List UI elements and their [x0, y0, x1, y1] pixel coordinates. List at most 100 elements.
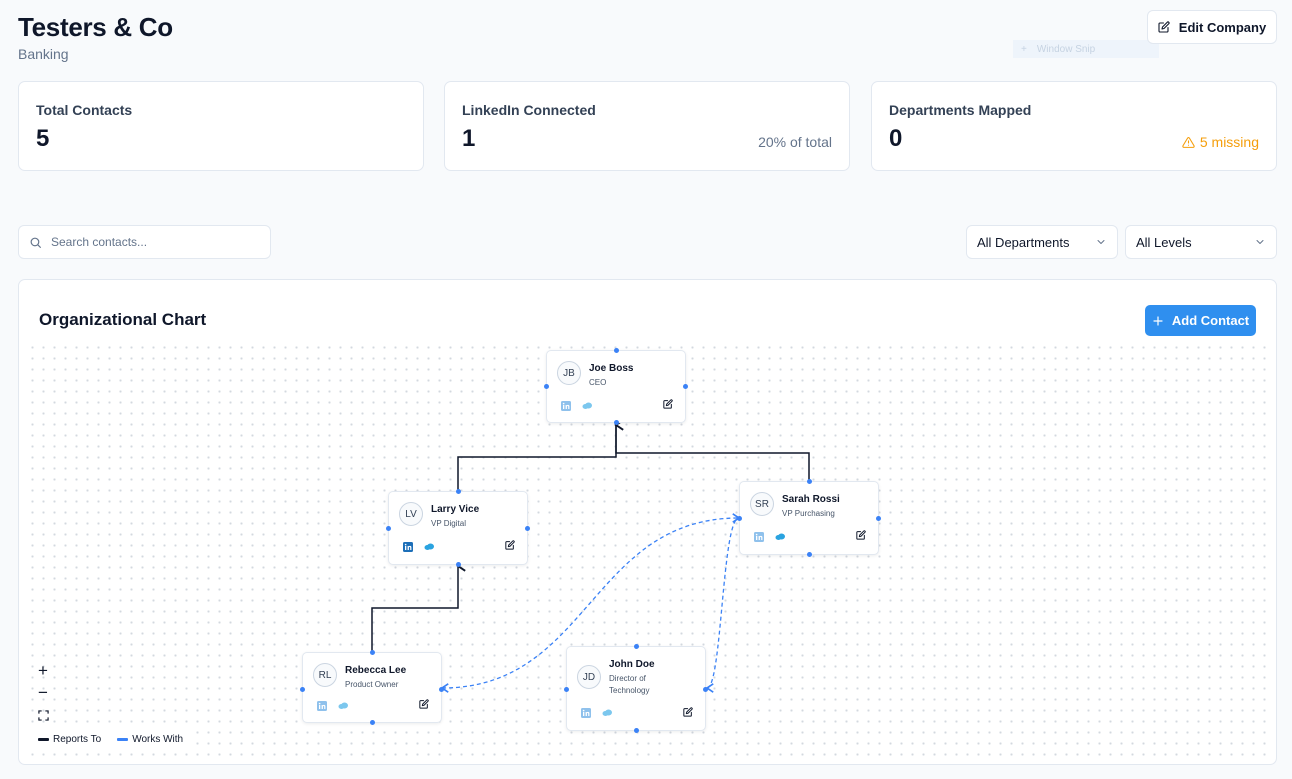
stat-value: 5: [36, 125, 50, 152]
connection-handle[interactable]: [876, 516, 881, 521]
contact-name: Sarah Rossi: [782, 494, 840, 505]
avatar: JB: [557, 361, 581, 385]
connection-handle[interactable]: [370, 720, 375, 725]
company-name: Testers & Co: [18, 12, 173, 42]
search-input[interactable]: [51, 235, 251, 249]
add-contact-label: Add Contact: [1171, 313, 1250, 328]
contact-title: VP Purchasing: [782, 509, 835, 518]
stat-label: Total Contacts: [36, 102, 133, 118]
contact-node-rebecca-lee[interactable]: RL Rebecca Lee Product Owner: [300, 650, 444, 725]
stat-note: 20% of total: [758, 134, 832, 150]
connection-handle[interactable]: [564, 687, 569, 692]
linkedin-icon[interactable]: [317, 701, 327, 711]
salesforce-cloud-icon[interactable]: [424, 543, 435, 551]
chevron-down-icon: [1256, 240, 1264, 244]
connection-handle[interactable]: [370, 650, 375, 655]
connection-handle[interactable]: [300, 687, 305, 692]
connection-handle[interactable]: [634, 728, 639, 733]
salesforce-cloud-icon[interactable]: [602, 709, 613, 717]
connection-handle[interactable]: [807, 552, 812, 557]
contact-title: Product Owner: [345, 680, 399, 689]
department-filter-value: All Departments: [977, 234, 1070, 250]
legend-swatch: [38, 737, 49, 741]
legend-label: Reports To: [53, 733, 102, 745]
connection-handle[interactable]: [737, 516, 742, 521]
stat-note-text: 5 missing: [1199, 134, 1259, 150]
salesforce-cloud-icon[interactable]: [338, 702, 349, 710]
contact-name: Larry Vice: [431, 504, 480, 515]
contact-integrations: [561, 401, 593, 411]
connection-handle[interactable]: [634, 644, 639, 649]
stat-value: 1: [462, 125, 476, 152]
contact-integrations: [403, 542, 435, 552]
contact-title: VP Digital: [431, 519, 466, 528]
company-header: Testers & Co Banking: [18, 12, 173, 62]
company-industry: Banking: [18, 46, 69, 62]
fit-view-icon: [37, 709, 49, 721]
connection-handle[interactable]: [386, 526, 391, 531]
zoom-controls: + −: [30, 660, 56, 726]
search-box[interactable]: [18, 225, 271, 259]
edge-legend: Reports To Works With: [30, 729, 192, 749]
edit-company-label: Edit Company: [1178, 19, 1267, 35]
edit-icon[interactable]: [663, 399, 673, 409]
edit-icon[interactable]: [419, 699, 429, 709]
edit-icon[interactable]: [683, 707, 693, 717]
legend-label: Works With: [132, 733, 184, 745]
contact-integrations: [754, 532, 786, 542]
contact-name: John Doe: [609, 659, 655, 670]
contact-integrations: [581, 708, 613, 718]
connection-handle[interactable]: [456, 489, 461, 494]
avatar: SR: [750, 492, 774, 516]
linkedin-icon[interactable]: [403, 542, 413, 552]
legend-item-reports-to: Reports To: [38, 734, 101, 745]
contact-node-joe-boss[interactable]: JB Joe Boss CEO: [544, 348, 688, 425]
connection-handle[interactable]: [614, 420, 619, 425]
warning-icon: [1182, 136, 1195, 148]
contact-title: Director of Technology: [609, 674, 650, 695]
legend-item-works-with: Works With: [117, 734, 183, 745]
department-filter-select[interactable]: All Departments: [966, 225, 1118, 259]
linkedin-icon[interactable]: [581, 708, 591, 718]
connection-handle[interactable]: [807, 479, 812, 484]
connection-handle[interactable]: [439, 687, 444, 692]
plus-icon: [1153, 315, 1163, 326]
connection-handle[interactable]: [544, 384, 549, 389]
contact-name: Rebecca Lee: [345, 665, 407, 676]
search-icon: [30, 237, 41, 248]
edit-icon[interactable]: [505, 540, 515, 550]
salesforce-cloud-icon[interactable]: [582, 402, 593, 410]
level-filter-value: All Levels: [1136, 234, 1192, 250]
chevron-down-icon: [1097, 240, 1105, 244]
contact-node-larry-vice[interactable]: LV Larry Vice VP Digital: [386, 489, 530, 567]
linkedin-icon[interactable]: [561, 401, 571, 411]
connection-handle[interactable]: [703, 687, 708, 692]
contact-title: CEO: [589, 378, 607, 387]
stat-card-total-contacts: Total Contacts 5: [18, 81, 424, 171]
connection-handle[interactable]: [456, 562, 461, 567]
contact-node-john-doe[interactable]: JD John Doe Director of Technology: [564, 644, 708, 733]
zoom-out-button[interactable]: −: [38, 683, 48, 702]
contact-node-sarah-rossi[interactable]: SR Sarah Rossi VP Purchasing: [737, 479, 881, 557]
connection-handle[interactable]: [614, 348, 619, 353]
stat-label: LinkedIn Connected: [462, 102, 596, 118]
stat-note-warning: 5 missing: [1182, 134, 1259, 150]
edit-icon[interactable]: [856, 530, 866, 540]
fit-view-button[interactable]: [30, 704, 56, 726]
zoom-in-button[interactable]: +: [38, 661, 48, 680]
plus-icon: +: [1021, 43, 1027, 55]
level-filter-select[interactable]: All Levels: [1125, 225, 1277, 259]
stat-value: 0: [889, 125, 903, 152]
window-snip-overlay: + Window Snip: [1013, 40, 1159, 58]
stat-card-departments-mapped: Departments Mapped 0 5 missing: [871, 81, 1277, 171]
connection-handle[interactable]: [525, 526, 530, 531]
connection-handle[interactable]: [683, 384, 688, 389]
contact-integrations: [317, 701, 349, 711]
window-snip-label: Window Snip: [1036, 43, 1096, 55]
add-contact-button[interactable]: Add Contact: [1145, 305, 1256, 336]
edit-company-button[interactable]: Edit Company: [1147, 10, 1277, 44]
salesforce-cloud-icon[interactable]: [775, 533, 786, 541]
linkedin-icon[interactable]: [754, 532, 764, 542]
stat-label: Departments Mapped: [889, 102, 1032, 118]
contact-name: Joe Boss: [589, 363, 634, 374]
